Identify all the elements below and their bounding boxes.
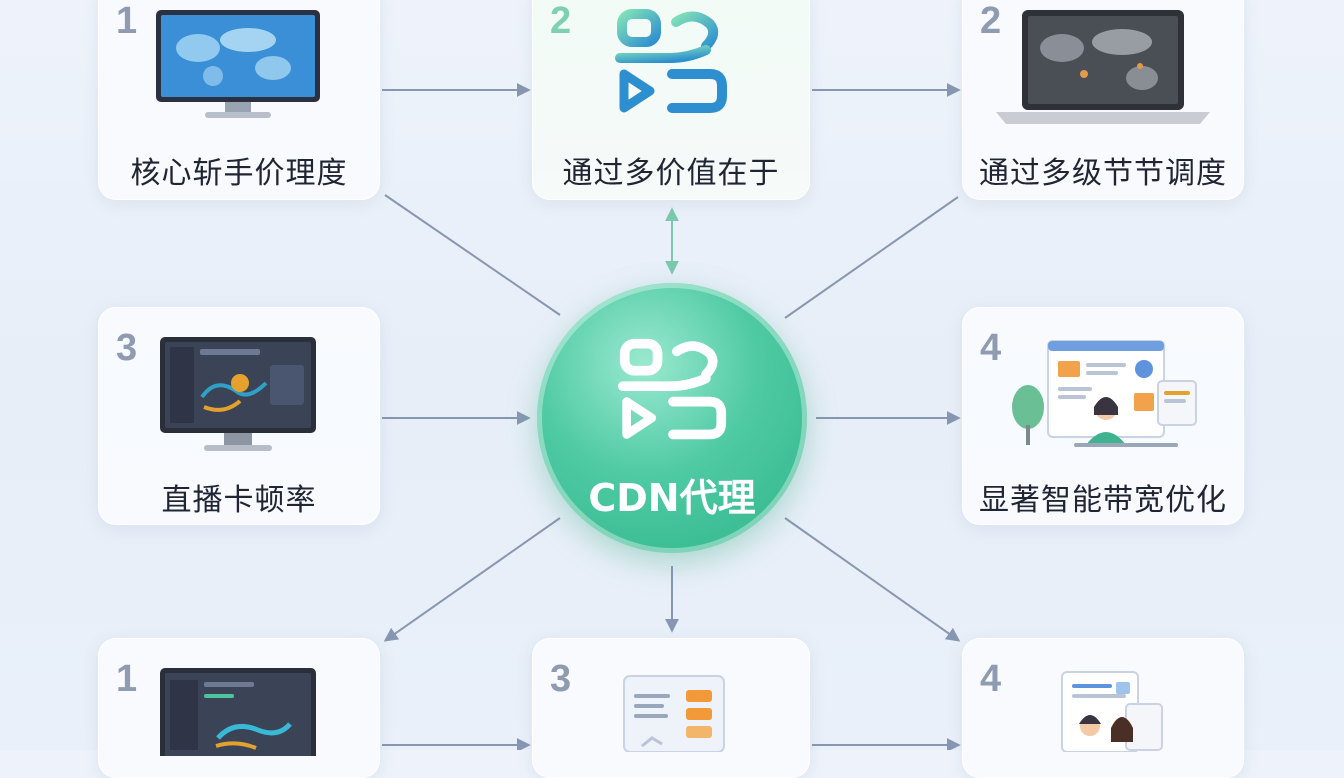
cdn-logo-icon bbox=[617, 338, 727, 440]
monitor-dashboard-icon bbox=[160, 668, 316, 756]
monitor-dashboard-icon bbox=[160, 337, 316, 451]
cdn-logo-icon bbox=[615, 9, 727, 113]
laptop-world-map-icon bbox=[996, 10, 1210, 124]
node-card-mid-right[interactable]: 4 显著智能带宽优化 bbox=[962, 307, 1244, 525]
node-label: 通过多级节节调度 bbox=[979, 156, 1227, 191]
node-number: 3 bbox=[116, 327, 138, 369]
node-number: 2 bbox=[550, 0, 572, 42]
node-number: 4 bbox=[980, 658, 1002, 700]
node-card-top-left[interactable]: 1 核心斩手价理度 bbox=[98, 0, 380, 200]
person-dashboard-icon bbox=[1012, 340, 1197, 447]
node-label: 核心斩手价理度 bbox=[130, 156, 348, 191]
node-label: 通过多价值在于 bbox=[562, 156, 780, 191]
node-card-mid-left[interactable]: 3 直播卡顿率 bbox=[98, 307, 380, 525]
cdn-proxy-hub[interactable]: CDN代理 bbox=[537, 283, 807, 553]
connector-layer bbox=[382, 83, 961, 750]
node-card-top-center[interactable]: 2 通过多价值在于 bbox=[532, 0, 810, 200]
line-topright-to-hub bbox=[784, 196, 959, 319]
node-number: 2 bbox=[980, 0, 1002, 42]
monitor-world-map-icon bbox=[156, 10, 320, 118]
node-number: 1 bbox=[116, 658, 138, 700]
node-number: 1 bbox=[116, 0, 138, 42]
node-number: 3 bbox=[550, 658, 572, 700]
node-label: 直播卡顿率 bbox=[161, 483, 317, 518]
document-card-icon bbox=[623, 675, 725, 752]
node-card-top-right[interactable]: 2 通过多级节节调度 bbox=[962, 0, 1244, 200]
people-document-icon bbox=[1061, 671, 1163, 752]
node-number: 4 bbox=[980, 327, 1002, 369]
hub-label: CDN代理 bbox=[588, 476, 756, 520]
arrow-hub-to-bottomright bbox=[784, 517, 961, 642]
node-card-bottom-left[interactable]: 1 bbox=[98, 638, 380, 778]
node-card-bottom-right[interactable]: 4 bbox=[962, 638, 1244, 778]
arrow-hub-to-bottomleft bbox=[383, 517, 561, 642]
node-card-bottom-center[interactable]: 3 bbox=[532, 638, 810, 778]
node-label: 显著智能带宽优化 bbox=[979, 483, 1227, 518]
line-topleft-to-hub bbox=[384, 194, 561, 316]
